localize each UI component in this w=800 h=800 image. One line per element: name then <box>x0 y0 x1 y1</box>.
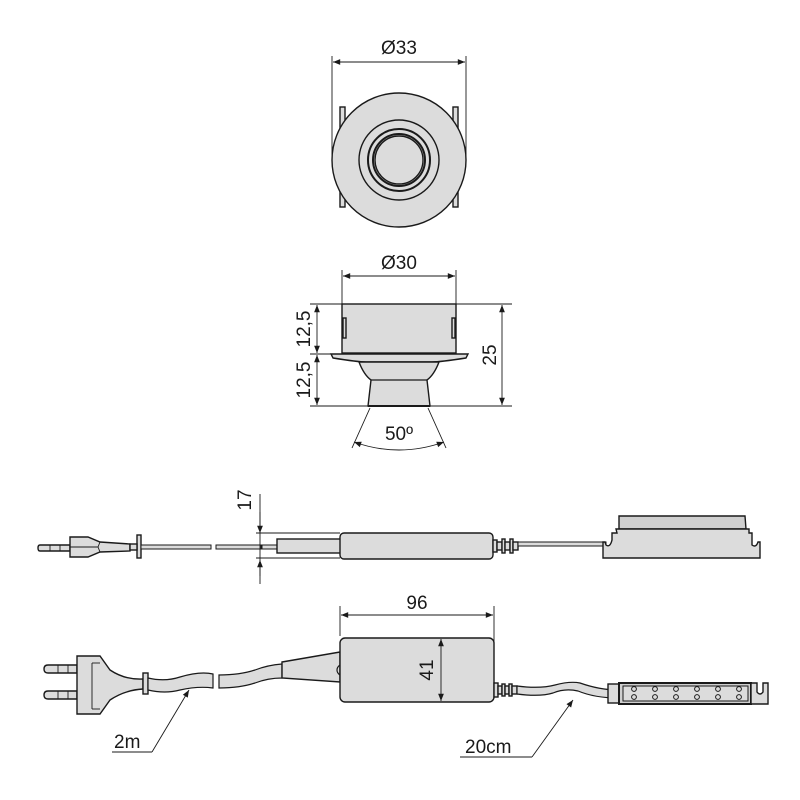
upper-height-label: 12,5 <box>294 311 315 348</box>
width-label: 41 <box>417 659 438 680</box>
top-view <box>331 56 467 228</box>
transformer-top-view <box>43 606 769 758</box>
total-height-label: 25 <box>480 344 501 365</box>
length-label: 96 <box>406 593 427 614</box>
light-cable-length-label: 20cm <box>465 737 511 758</box>
side-view <box>310 270 512 451</box>
lower-height-label: 12,5 <box>294 362 315 399</box>
side-diameter-label: Ø30 <box>381 253 417 274</box>
plug-cable-length-label: 2m <box>114 732 140 753</box>
led-dots <box>631 686 742 700</box>
beam-angle-label: 50º <box>385 424 413 445</box>
top-diameter-label: Ø33 <box>381 38 417 59</box>
thickness-label: 17 <box>235 489 256 510</box>
transformer-side-view <box>37 494 761 584</box>
